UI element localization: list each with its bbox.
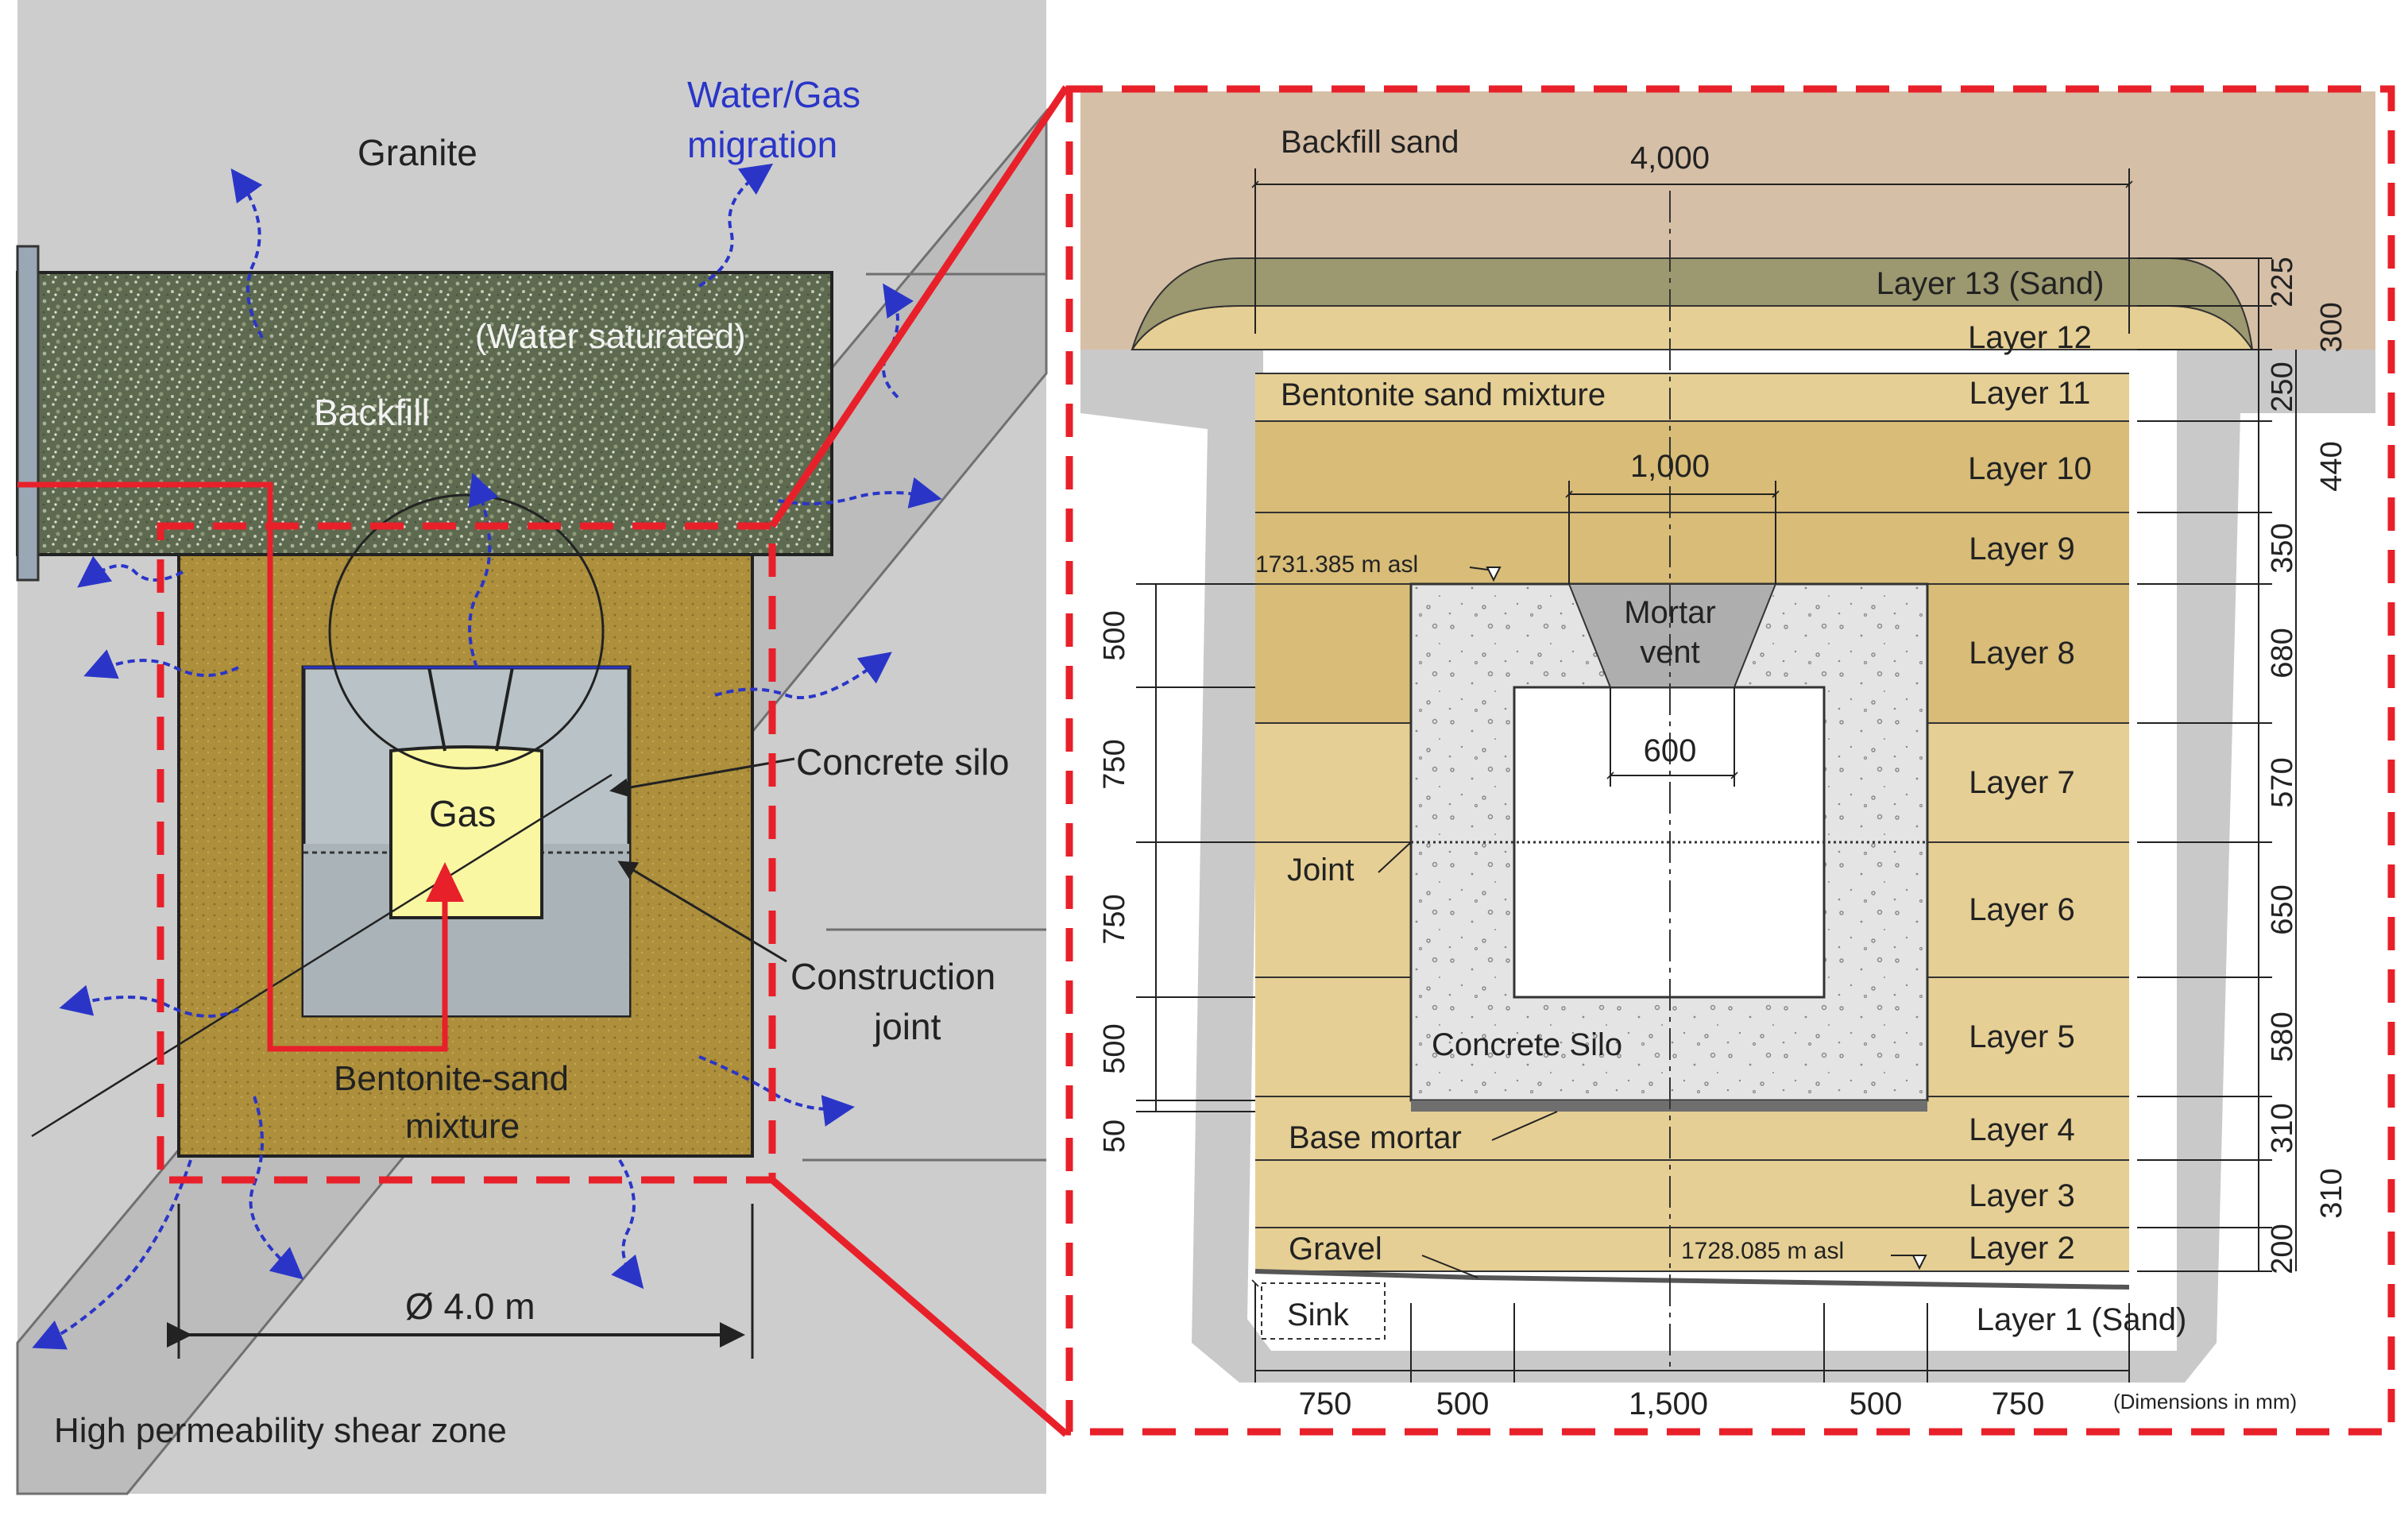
highlight-box bbox=[157, 522, 776, 1184]
red-flow-arrowhead bbox=[426, 862, 464, 902]
dim-right-11: 200 bbox=[2266, 1224, 2299, 1274]
dim-right-1: 300 bbox=[2315, 302, 2348, 352]
layer-label-4: Layer 4 bbox=[1969, 1112, 2074, 1147]
label-mortar-2: vent bbox=[1640, 635, 1700, 670]
dim-right-0: 225 bbox=[2266, 257, 2299, 307]
dim-bottom-2: 1,500 bbox=[1629, 1386, 1708, 1421]
dimension-texts: 4,000 1,000 600 750 500 1,500 500 750 bbox=[1299, 141, 2045, 1421]
leaders bbox=[1378, 567, 1915, 1278]
label-migration-2: migration bbox=[687, 124, 837, 165]
dimension-lines bbox=[1136, 168, 2297, 1383]
label-bentonite-2: mixture bbox=[405, 1107, 520, 1146]
label-shear-zone: High permeability shear zone bbox=[54, 1411, 507, 1450]
gas-chamber bbox=[389, 745, 543, 919]
label-elevation-top: 1731.385 m asl bbox=[1255, 551, 1418, 578]
dim-right-6: 570 bbox=[2266, 757, 2299, 807]
dim-left-4: 50 bbox=[1098, 1120, 1131, 1153]
dim-right-3: 440 bbox=[2315, 441, 2348, 491]
label-concrete-silo-detail: Concrete Silo bbox=[1432, 1027, 1622, 1062]
label-sink: Sink bbox=[1287, 1297, 1350, 1332]
dim-top-width: 4,000 bbox=[1630, 141, 1710, 176]
right-panel: Backfill sand Bentonite sand mixture Mor… bbox=[1065, 85, 2395, 1436]
label-base-mortar: Base mortar bbox=[1289, 1120, 1462, 1155]
dim-left-1: 750 bbox=[1098, 739, 1131, 789]
dim-right-7: 650 bbox=[2266, 884, 2299, 934]
layer-label-6: Layer 6 bbox=[1969, 892, 2074, 927]
tunnel-wall bbox=[16, 245, 40, 582]
dim-vent-bottom: 600 bbox=[1644, 733, 1697, 768]
label-gas: Gas bbox=[429, 793, 496, 834]
label-backfill: Backfill bbox=[314, 392, 430, 433]
layer-13-cap bbox=[1131, 257, 2253, 350]
dim-left-3: 500 bbox=[1098, 1023, 1131, 1073]
dim-bottom-1: 500 bbox=[1436, 1386, 1490, 1421]
label-construction-joint-1: Construction bbox=[790, 956, 995, 997]
label-joint: Joint bbox=[1287, 853, 1355, 888]
dim-right-4: 350 bbox=[2266, 523, 2299, 573]
layer-label-2: Layer 2 bbox=[1969, 1231, 2074, 1266]
layer-label-12: Layer 12 bbox=[1968, 320, 2092, 355]
dim-right-2: 250 bbox=[2266, 362, 2299, 412]
label-gravel: Gravel bbox=[1289, 1232, 1382, 1267]
elevation-marker-top bbox=[1486, 567, 1502, 582]
layer-label-1: Layer 1 (Sand) bbox=[1977, 1302, 2187, 1337]
layer-label-7: Layer 7 bbox=[1969, 765, 2074, 800]
dim-left-2: 750 bbox=[1098, 894, 1131, 944]
migration-arrows bbox=[32, 163, 942, 1350]
left-panel: Granite Water/Gas migration (Water satur… bbox=[16, 0, 1048, 1495]
magnifier-leader bbox=[31, 773, 613, 1138]
gas-vent bbox=[427, 667, 514, 752]
sink-box bbox=[1261, 1282, 1386, 1340]
label-diameter: Ø 4.0 m bbox=[405, 1286, 535, 1327]
concrete-silo-leader bbox=[609, 757, 795, 798]
host-rock bbox=[1080, 350, 2375, 1383]
dim-right-5: 680 bbox=[2266, 628, 2299, 678]
label-mortar-1: Mortar bbox=[1624, 595, 1716, 630]
dim-right-8: 580 bbox=[2266, 1011, 2299, 1062]
elevation-marker-bottom bbox=[1911, 1255, 1927, 1270]
layer-label-11: Layer 11 bbox=[1969, 376, 2091, 411]
layer-label-13: Layer 13 (Sand) bbox=[1877, 266, 2105, 301]
layer-label-5: Layer 5 bbox=[1969, 1019, 2074, 1054]
label-units-note: (Dimensions in mm) bbox=[2113, 1390, 2297, 1414]
connector-top bbox=[769, 85, 1069, 528]
label-granite: Granite bbox=[358, 132, 477, 173]
dim-bottom-0: 750 bbox=[1299, 1386, 1352, 1421]
dim-vent-top: 1,000 bbox=[1630, 449, 1710, 484]
label-construction-joint-2: joint bbox=[872, 1006, 941, 1047]
label-elevation-bottom: 1728.085 m asl bbox=[1681, 1238, 1844, 1264]
right-vertical-dims: 225 300 250 440 350 680 570 650 580 310 … bbox=[2266, 257, 2348, 1274]
layer-label-8: Layer 8 bbox=[1969, 636, 2074, 671]
label-water-saturated: (Water saturated) bbox=[475, 317, 746, 356]
layer-label-3: Layer 3 bbox=[1969, 1178, 2074, 1213]
dim-right-10: 310 bbox=[2315, 1168, 2348, 1218]
joint-leader bbox=[617, 860, 787, 963]
red-flow-path bbox=[17, 481, 448, 1052]
dim-bottom-4: 750 bbox=[1992, 1386, 2045, 1421]
dim-bottom-3: 500 bbox=[1849, 1386, 1903, 1421]
layer-labels: Layer 13 (Sand) Layer 12 Layer 11 Layer … bbox=[1877, 266, 2187, 1337]
label-backfill-sand: Backfill sand bbox=[1281, 125, 1459, 160]
dim-left-0: 500 bbox=[1098, 610, 1131, 660]
layer-label-9: Layer 9 bbox=[1969, 532, 2074, 567]
label-bentonite-sand: Bentonite sand mixture bbox=[1281, 377, 1606, 412]
label-bentonite-1: Bentonite-sand bbox=[334, 1059, 569, 1098]
layer-label-10: Layer 10 bbox=[1968, 451, 2092, 486]
zoom-circle bbox=[328, 493, 605, 770]
detail-frame bbox=[1065, 85, 2395, 1436]
dim-right-9: 310 bbox=[2266, 1103, 2299, 1153]
left-vertical-dims: 500 750 750 500 50 bbox=[1098, 610, 1131, 1153]
connector-bottom bbox=[770, 1177, 1069, 1437]
label-migration-1: Water/Gas bbox=[687, 74, 860, 115]
label-concrete-silo: Concrete silo bbox=[796, 741, 1009, 783]
